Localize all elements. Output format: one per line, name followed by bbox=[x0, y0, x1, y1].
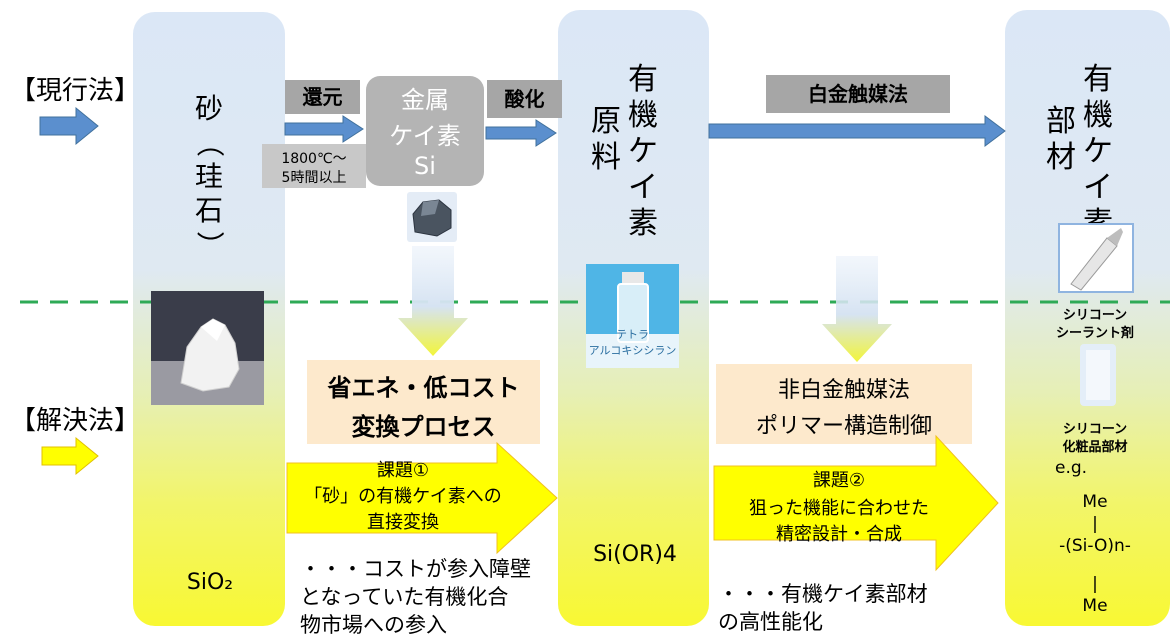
energy-saving-line1: 省エネ・低コスト bbox=[327, 374, 520, 402]
formula-bar-bottom: | bbox=[1092, 574, 1098, 594]
down-arrow-right bbox=[822, 256, 892, 362]
task2-line1: 狙った機能に合わせた bbox=[749, 498, 929, 519]
non-platinum-line2: ポリマー構造制御 bbox=[755, 414, 932, 439]
non-platinum-box: 非白金触媒法 ポリマー構造制御 bbox=[716, 364, 972, 444]
note1-line3: 物市場への参入 bbox=[300, 613, 447, 637]
task1-title: 課題① bbox=[376, 460, 430, 481]
metal-line1: 金属 bbox=[401, 86, 449, 114]
note2-line1: ・・・有機ケイ素部材 bbox=[718, 582, 928, 606]
sealant-photo bbox=[1058, 223, 1134, 293]
task1-arrow bbox=[286, 441, 558, 555]
task2-arrow bbox=[713, 434, 999, 572]
platinum-arrow bbox=[708, 115, 1006, 147]
non-platinum-line1: 非白金触媒法 bbox=[777, 378, 910, 403]
formula-me-bottom: Me bbox=[1082, 596, 1108, 616]
condition-line2: 5時間以上 bbox=[281, 170, 347, 186]
formula-bar-top: | bbox=[1092, 514, 1098, 534]
cosmetic-photo bbox=[1080, 344, 1116, 406]
bottle-photo bbox=[586, 264, 679, 368]
current-method-label: 【現行法】 bbox=[10, 76, 141, 106]
sand-photo bbox=[151, 291, 264, 405]
cosmetic-label2: 化粧品部材 bbox=[1062, 440, 1128, 455]
sand-title: 砂 （ 珪 石 ） bbox=[193, 92, 226, 259]
formula-me-top: Me bbox=[1082, 492, 1108, 512]
task2-line2: 精密設計・合成 bbox=[776, 524, 902, 545]
metal-silicon-photo bbox=[407, 192, 457, 242]
reduction-arrow bbox=[284, 115, 364, 143]
metal-silicon-box bbox=[366, 76, 484, 186]
bottle-label2: アルコキシシラン bbox=[588, 344, 677, 357]
energy-saving-line2: 変換プロセス bbox=[351, 413, 496, 441]
formula-chain: -(Si-O)n- bbox=[1059, 536, 1131, 556]
condition-box bbox=[262, 144, 366, 188]
formula-eg: e.g. bbox=[1055, 458, 1088, 478]
member-column bbox=[1005, 10, 1170, 626]
task2-title: 課題② bbox=[812, 470, 866, 491]
note2-line2: の高性能化 bbox=[718, 610, 823, 634]
note1-line1: ・・・コストが参入障壁 bbox=[300, 557, 531, 581]
raw-material-left: 原 料 bbox=[591, 104, 621, 175]
sand-formula: SiO₂ bbox=[186, 570, 234, 595]
oxidation-tag: 酸化 bbox=[487, 80, 562, 118]
yellow-arrow-icon bbox=[41, 436, 99, 476]
raw-material-right: 有 機 ケ イ 素 bbox=[628, 62, 658, 241]
cosmetic-label1: シリコーン bbox=[1062, 422, 1128, 437]
condition-line1: 1800℃～ bbox=[281, 151, 347, 167]
sealant-label1: シリコーン bbox=[1062, 308, 1128, 323]
oxidation-arrow bbox=[485, 119, 557, 147]
platinum-method-tag: 白金触媒法 bbox=[766, 75, 950, 113]
task1-line1: 「砂」の有機ケイ素への bbox=[304, 486, 502, 507]
reduction-tag: 還元 bbox=[285, 80, 360, 114]
member-left: 部 材 bbox=[1046, 104, 1076, 175]
metal-line2: ケイ素 bbox=[389, 122, 461, 150]
task1-line2: 直接変換 bbox=[367, 512, 439, 533]
member-right: 有 機 ケ イ 素 bbox=[1083, 62, 1113, 241]
metal-line3: Si bbox=[414, 152, 436, 180]
blue-arrow-icon bbox=[39, 106, 99, 146]
solution-label: 【解決法】 bbox=[10, 406, 141, 436]
bottle-label1: テトラ bbox=[616, 328, 649, 341]
note1-line2: となっていた有機化合 bbox=[300, 585, 509, 609]
raw-material-formula: Si(OR)4 bbox=[593, 542, 677, 567]
down-arrow-left bbox=[398, 246, 468, 356]
energy-saving-box: 省エネ・低コスト 変換プロセス bbox=[307, 360, 540, 444]
sealant-label2: シーラント剤 bbox=[1055, 326, 1134, 341]
